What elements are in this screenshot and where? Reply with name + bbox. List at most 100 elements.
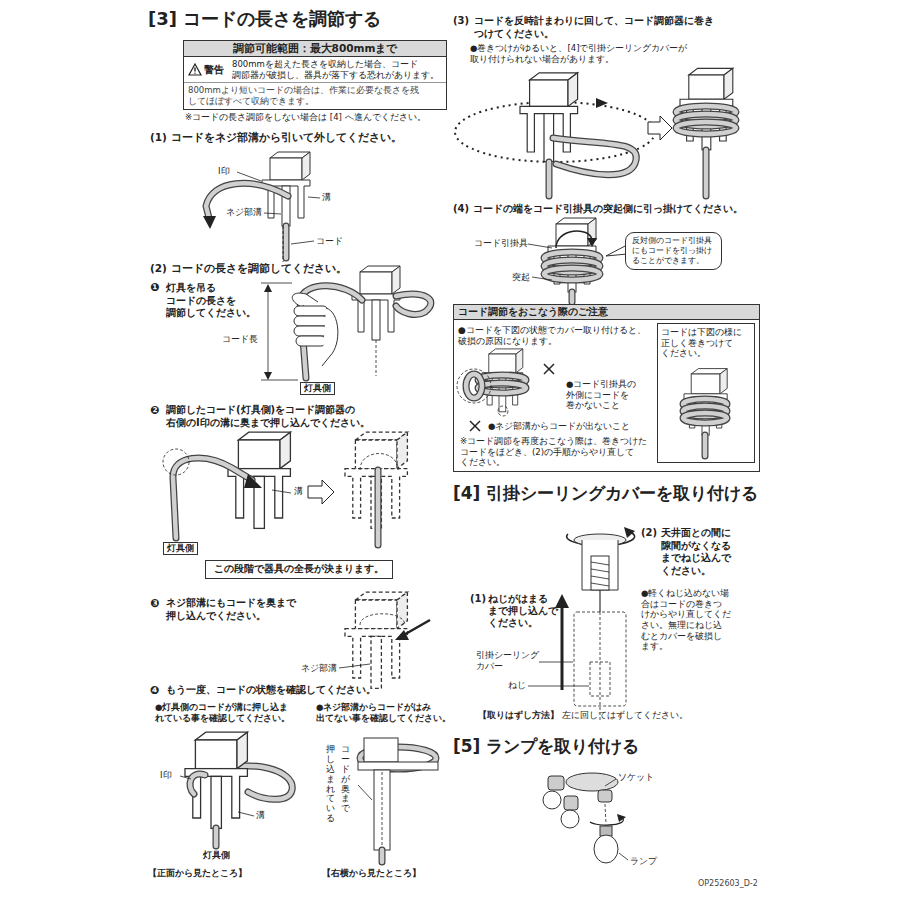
- label-slot: コードを反時計まわりに回して、コード調節器に巻き つけてください。: [474, 15, 717, 40]
- step-text: 灯具を吊る コードの長さを 調節してください。: [166, 282, 259, 320]
- label-slot: 調節したコード(灯具側)をコード調節器の 右側のⅠ印の溝に奥まで押し込んでくださ…: [166, 404, 373, 429]
- section-heading: [5] ランプを取り付ける: [453, 736, 639, 757]
- label-slot: 突起: [512, 272, 530, 283]
- part-label: ネジ部溝: [301, 663, 337, 674]
- text-slot: ●コードを下図の状態でカバー取り付けると、 破損の原因になります。: [458, 325, 649, 348]
- note-text: 左に回してはずしてください。: [562, 710, 688, 721]
- part-label: ねじ: [508, 680, 526, 691]
- figure-push-into-groove: [163, 432, 407, 545]
- label-slot: ねじ: [508, 680, 526, 691]
- title-slot: [3] コードの長さを調節する: [148, 8, 381, 31]
- label-slot: コード長: [222, 334, 258, 345]
- label-slot: Ⅰ印: [218, 166, 230, 177]
- label-slot: ねじがはまる まで押し込んで ください。: [488, 593, 561, 629]
- part-label: 灯具側: [203, 850, 230, 861]
- step-text: ネジ部溝にもコードを奥まで 押し込んでください。: [166, 597, 299, 622]
- step-heading: (2) コードの長さを調節してください。: [150, 262, 347, 275]
- label-slot: ❷: [150, 404, 159, 418]
- section-heading: [4] 引掛シーリングカバーを取り付ける: [453, 483, 758, 504]
- note-text: ※コードの長さ調節をしない場合は [4] へ進んでください。: [185, 112, 426, 123]
- figure-check-side: [358, 738, 438, 862]
- step-number: ❸: [150, 597, 159, 611]
- step-number: ❹: [150, 684, 159, 698]
- label-slot: ●軽くねじ込めない場 合はコードの巻きつ けからやり直してくだ さい。無理にねじ…: [641, 588, 734, 652]
- caution-box-text: ●コード引掛具の 外側にコードを 巻かないこと: [566, 379, 640, 411]
- part-label: 溝: [256, 810, 265, 821]
- label-slot: コードが奥まで: [341, 745, 350, 814]
- label-slot: ❸: [150, 597, 159, 611]
- label-slot: もう一度、コードの状態を確認してください。: [166, 684, 376, 697]
- label-slot: 【右横から見たところ】: [322, 868, 421, 879]
- step-heading: (4) コードの端をコード引掛具の突起側に引っ掛けてください。: [453, 203, 743, 216]
- figure-hook-cord: [528, 218, 627, 302]
- step-heading: (1) コードをネジ部溝から引いて外してください。: [150, 131, 402, 144]
- step-number: (1): [470, 593, 486, 606]
- label-slot: 溝: [322, 192, 331, 203]
- view-caption: 【右横から見たところ】: [322, 868, 421, 879]
- speech-bubble: 反対側のコード引掛具 にもコードを引っ掛け ることができます。: [625, 232, 722, 270]
- label-slot: コード: [316, 236, 343, 247]
- part-label: コード: [316, 236, 343, 247]
- note-box-text: この段階で器具の全長が決まります。: [214, 563, 384, 576]
- part-label: 引掛シーリング カバー: [476, 650, 542, 671]
- view-caption: 【正面から見たところ】: [148, 868, 247, 879]
- warning-row: 警告 800mmを超えた長さを収納した場合、コード 調節器が破損し、器具が落下する…: [184, 57, 446, 83]
- step-number: (2): [641, 527, 657, 540]
- part-label: コード引掛具: [474, 238, 528, 249]
- step-number: ❷: [150, 404, 159, 418]
- figure-ceiling-cover: [528, 527, 635, 720]
- text-slot: ※コード調節を再度おこなう際は、巻きつけた コードをほどき、(2)の手順からやり…: [460, 436, 651, 468]
- part-label: Ⅰ印: [218, 166, 230, 177]
- label-slot: [4] 引掛シーリングカバーを取り付ける: [453, 483, 758, 504]
- label-slot: (2): [641, 527, 657, 540]
- caution-box-text: ※コード調節を再度おこなう際は、巻きつけた コードをほどき、(2)の手順からやり…: [460, 436, 651, 468]
- caution-box-text: コード調節をおこなう際のご注意: [454, 305, 759, 320]
- step-text: コードを反時計まわりに回して、コード調節器に巻き つけてください。: [474, 15, 717, 40]
- lamp-side-tag: 灯具側: [300, 382, 335, 395]
- figure-wrong-winding: [457, 349, 554, 431]
- range-box: 調節可能範囲：最大800mmまで警告800mmを超えた長さを収納した場合、コード…: [183, 40, 447, 110]
- part-label: 溝: [294, 486, 303, 497]
- figure-correct-winding: [683, 369, 727, 456]
- label-slot: ●ネジ部溝からコードがはみ 出てない事を確認してください。: [316, 702, 454, 723]
- label-slot: 灯具側: [203, 850, 230, 861]
- correct-example-box-text: コードは下図の様に 正しく巻きつけて ください。: [661, 327, 745, 359]
- step-text: 天井面との間に 隙間がなくなる までねじ込んで ください。: [661, 527, 734, 577]
- vertical-note: コードが奥まで: [341, 745, 350, 814]
- label-slot: 引掛シーリング カバー: [476, 650, 542, 671]
- label-slot: 押し込まれている: [326, 745, 335, 824]
- part-label: ランプ: [630, 856, 657, 867]
- label-slot: 溝: [256, 810, 265, 821]
- caution-box: コード調節をおこなう際のご注意 ●コードを下図の状態でカバー取り付けると、 破損の…: [453, 304, 760, 472]
- text-slot: ●ネジ部溝からコードが出ないこと: [488, 421, 630, 432]
- warning-triangle: [188, 63, 202, 76]
- note-text: ●巻きつけがゆるいと、[4]で引掛シーリングカバーが 取り付けられない場合があり…: [470, 43, 691, 64]
- label-slot: ネジ部溝: [301, 663, 337, 674]
- label-slot: ❶: [150, 281, 159, 295]
- label-slot: (3): [453, 15, 469, 28]
- part-label: Ⅰ印: [160, 770, 172, 781]
- warning-word: 警告: [204, 64, 224, 77]
- label-slot: ソケット: [618, 772, 654, 783]
- figure-adjust-length: [261, 266, 431, 380]
- warning-cell: 警告: [184, 57, 228, 82]
- note-heading: 【取りはずし方法】: [478, 710, 559, 721]
- part-label: 溝: [322, 192, 331, 203]
- label-slot: コード引掛具: [474, 238, 528, 249]
- figure-wind-cord: [455, 68, 736, 196]
- part-label: ネジ部溝: [226, 207, 262, 218]
- vertical-note: 押し込まれている: [326, 745, 335, 824]
- label-slot: 天井面との間に 隙間がなくなる までねじ込んで ください。: [661, 527, 734, 577]
- label-slot: (4) コードの端をコード引掛具の突起側に引っ掛けてください。: [453, 203, 743, 216]
- part-label: ソケット: [618, 772, 654, 783]
- lamp-side-tag-text: 灯具側: [167, 543, 194, 554]
- warning-text-cell: 800mmを超えた長さを収納した場合、コード 調節器が破損し、器具が落下する恐れ…: [228, 57, 446, 82]
- label-slot: 【正面から見たところ】: [148, 868, 247, 879]
- label-slot: 溝: [294, 486, 303, 497]
- label-slot: 【取りはずし方法】: [478, 710, 559, 721]
- step-number: ❶: [150, 281, 159, 295]
- figure-lamp: [543, 773, 628, 863]
- range-note: 800mmより短いコードの場合は、作業に必要な長さを残 してほぼすべて収納できま…: [184, 83, 426, 108]
- note-text: ●軽くねじ込めない場 合はコードの巻きつ けからやり直してくだ さい。無理にねじ…: [641, 588, 734, 652]
